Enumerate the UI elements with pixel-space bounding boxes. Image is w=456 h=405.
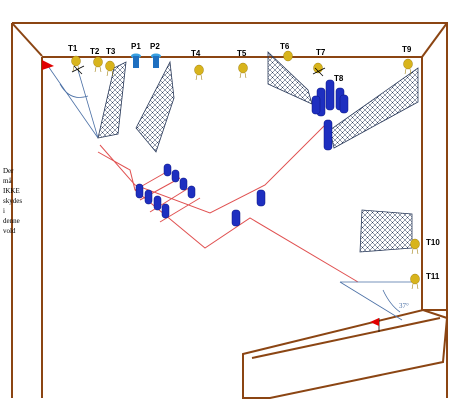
barrel (144, 189, 153, 205)
barrel (161, 203, 170, 219)
safety-nets (97, 51, 419, 253)
note-line: skydes (3, 197, 23, 205)
lane-lower (97, 151, 359, 283)
target-label-t3: T3 (106, 47, 116, 56)
target-legs (72, 65, 419, 290)
flag-end-icon (370, 318, 380, 332)
barrel (325, 79, 335, 111)
barrel (256, 189, 266, 207)
barrel (311, 95, 321, 115)
barrel (187, 185, 196, 199)
target-t3-icon (105, 60, 115, 72)
note-line: denne (3, 217, 20, 225)
target-label-t4: T4 (191, 49, 201, 58)
target-label-t7: T7 (316, 48, 326, 57)
post-p1-icon (131, 53, 141, 68)
target-label-t5: T5 (237, 49, 247, 58)
target-label-t6: T6 (280, 42, 290, 51)
post-p2-icon (151, 53, 161, 68)
barrel (171, 169, 180, 183)
note-line: Der (3, 167, 14, 175)
target-label-t9: T9 (402, 45, 412, 54)
barrel (231, 209, 241, 227)
barrel (179, 177, 188, 191)
net-lower-right (359, 209, 413, 253)
target-label-t1: T1 (68, 44, 78, 53)
labels: T1 T2 T3 P1 P2 T4 T5 T6 T7 T8 T9 T10 T11… (68, 42, 440, 310)
target-t11-icon (410, 273, 420, 285)
target-t1-icon (71, 55, 81, 67)
bottom-berm-inner (251, 317, 441, 359)
target-label-t10: T10 (426, 238, 440, 247)
net-mid (135, 60, 175, 153)
berm-walls (11, 22, 449, 399)
note-line: må (3, 177, 12, 185)
net-right (329, 67, 419, 149)
crossed-targets (71, 65, 326, 77)
flags (42, 60, 380, 332)
angle-label: 37° (399, 302, 409, 310)
target-t6-icon (283, 50, 293, 62)
outer-wall (12, 22, 448, 398)
barrel (339, 94, 349, 114)
barrel (323, 119, 333, 151)
target-label-t11: T11 (426, 272, 440, 281)
bottom-berm (242, 308, 449, 399)
target-t2-icon (93, 56, 103, 68)
target-t10-icon (410, 238, 420, 250)
no-shooting-note: Der må IKKE skydes i denne vold (3, 166, 33, 236)
top-right-corner (421, 22, 448, 58)
barrel (163, 163, 172, 177)
post-label-p2: P2 (150, 42, 160, 51)
barrel (135, 183, 144, 199)
top-left-corner (11, 22, 43, 57)
net-left (97, 61, 127, 139)
shooting-lane (97, 119, 359, 283)
target-label-t8: T8 (334, 74, 344, 83)
barrel (153, 195, 162, 211)
note-line: vold (3, 227, 16, 235)
post-label-p1: P1 (131, 42, 141, 51)
posts (131, 53, 161, 68)
flag-start-icon (42, 60, 54, 70)
targets (71, 50, 420, 285)
target-t9-icon (403, 58, 413, 70)
lane-upper (99, 119, 331, 214)
barrels (135, 79, 349, 227)
target-label-t2: T2 (90, 47, 100, 56)
target-t4-icon (194, 64, 204, 76)
note-line: IKKE (3, 187, 20, 195)
sight-lines (47, 65, 418, 321)
target-t5-icon (238, 62, 248, 74)
note-line: i (3, 207, 5, 215)
